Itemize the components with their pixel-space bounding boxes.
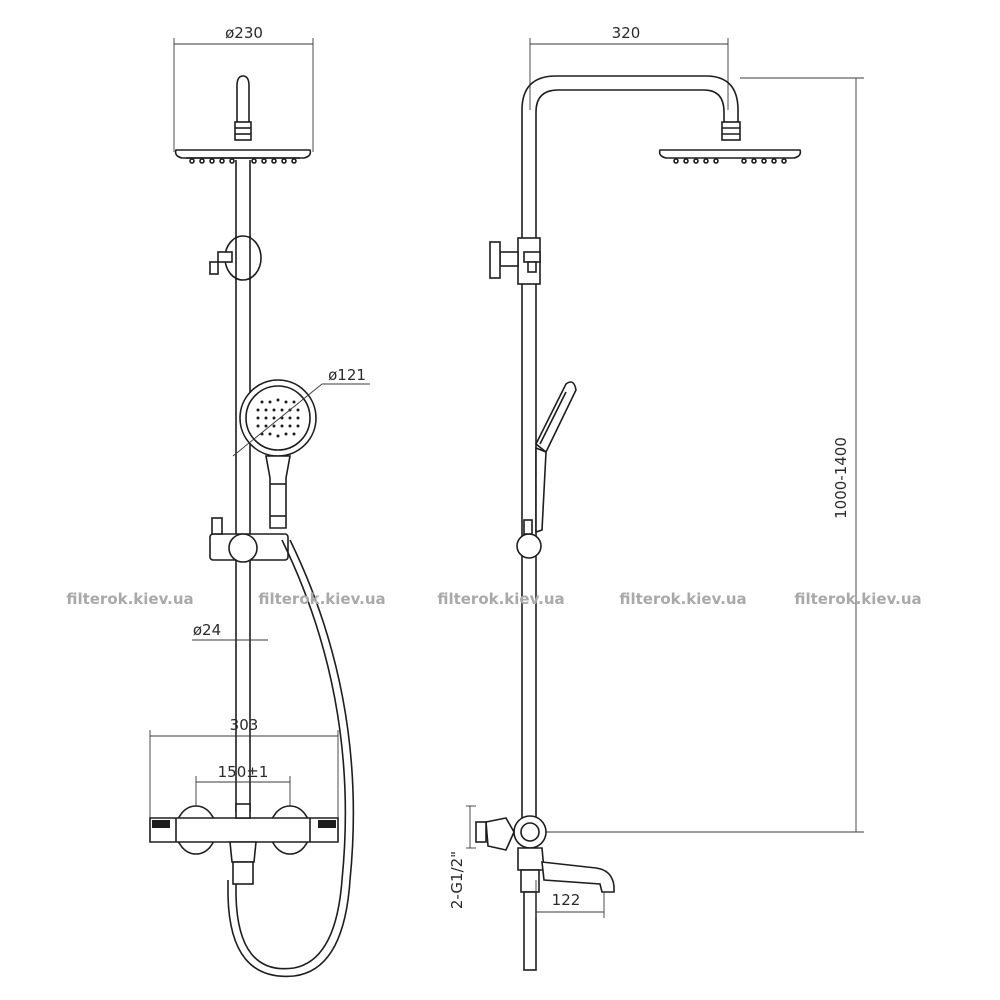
- dim-head-diameter: ø230: [173, 24, 314, 152]
- hand-shower-nozzles: [256, 398, 300, 438]
- dim-label-spout-length: 122: [552, 891, 581, 909]
- dim-label-mixer-width: 303: [230, 716, 259, 734]
- dim-inlet-spacing: 150±1: [195, 763, 291, 812]
- front-view: ø230: [149, 24, 370, 978]
- shower-hose-front: [227, 539, 355, 978]
- dim-inlet-thread: 2-G1/2": [448, 805, 476, 909]
- rain-shower-head-front: [174, 149, 312, 164]
- diverter-front: [209, 235, 262, 281]
- side-view: 320: [448, 24, 864, 971]
- dim-label-inlet-spacing: 150±1: [218, 763, 269, 781]
- slider-holder-front: [209, 517, 289, 563]
- dim-label-rail-diameter: ø24: [193, 621, 221, 639]
- watermark: filterok.kiev.ua: [794, 590, 921, 608]
- dim-label-height: 1000-1400: [832, 437, 850, 519]
- mixer-side: [475, 815, 615, 971]
- hand-shower-front: [239, 379, 317, 529]
- watermark: filterok.kiev.ua: [66, 590, 193, 608]
- dim-label-head-diameter: ø230: [225, 24, 263, 42]
- shower-arm-front: [234, 75, 252, 141]
- dim-rail-diameter: ø24: [192, 621, 268, 641]
- rain-shower-head-side: [658, 149, 802, 164]
- diverter-side: [489, 237, 541, 285]
- dim-height: 1000-1400: [546, 77, 864, 833]
- dim-hand-shower: ø121: [232, 366, 370, 457]
- dim-spout-length: 122: [535, 880, 605, 918]
- dim-arm-length: 320: [529, 24, 729, 110]
- hand-shower-side: [516, 381, 577, 559]
- riser-arm-side: [521, 75, 741, 820]
- watermark: filterok.kiev.ua: [437, 590, 564, 608]
- watermark: filterok.kiev.ua: [258, 590, 385, 608]
- dim-mixer-width: 303: [149, 716, 339, 822]
- dim-label-arm-length: 320: [612, 24, 641, 42]
- dim-label-hand-shower: ø121: [328, 366, 366, 384]
- dim-label-inlet-thread: 2-G1/2": [448, 851, 466, 909]
- mixer-body-front: [149, 803, 339, 885]
- watermark-row: filterok.kiev.ua filterok.kiev.ua filter…: [66, 590, 921, 608]
- watermark: filterok.kiev.ua: [619, 590, 746, 608]
